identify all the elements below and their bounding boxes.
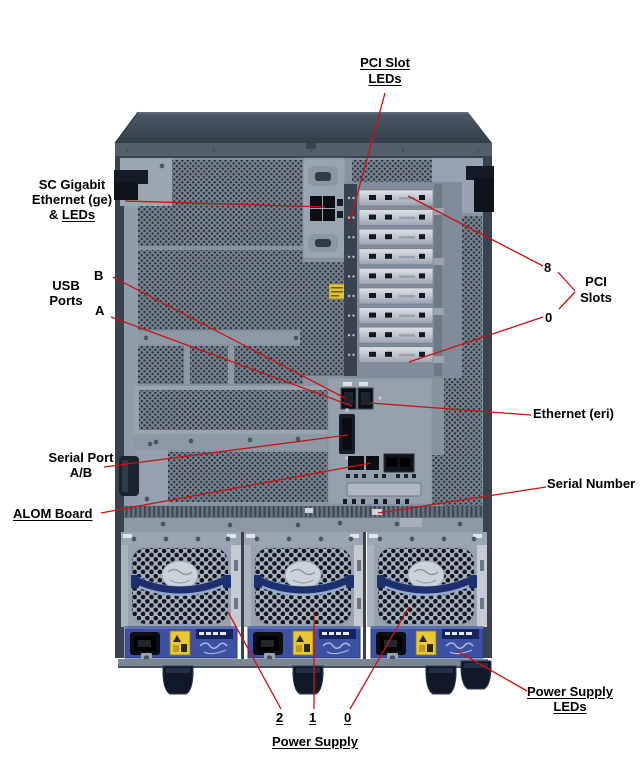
chassis-foot: [425, 665, 457, 695]
rear-panel: [114, 157, 494, 658]
label-pci-slots-line1: PCI: [585, 274, 607, 289]
label-serial-number: Serial Number: [547, 476, 636, 491]
pci-slot-cover: [347, 248, 434, 266]
yellow-sticker: [328, 283, 346, 300]
callout-line-serial-number: [377, 486, 547, 514]
chassis-foot: [162, 665, 194, 695]
label-psu-1: 1: [309, 710, 317, 725]
mid-rail: [134, 434, 334, 450]
label-power-supply: Power Supply: [272, 734, 358, 749]
label-serial-port-line2: A/B: [69, 465, 93, 480]
callout-line-sc-gigabit: [124, 200, 326, 208]
chassis-top-cap: [114, 111, 492, 144]
label-pci-slots: PCI Slots: [566, 274, 626, 306]
label-pci-slot-leds-line1: PCI Slot: [360, 55, 410, 70]
callout-line-ethernet-eri: [369, 402, 532, 416]
label-psu-0: 0: [344, 710, 352, 725]
label-ethernet-eri: Ethernet (eri): [533, 406, 614, 421]
label-alom-board: ALOM Board: [13, 506, 93, 521]
pci-slot-cover: [347, 326, 434, 344]
label-sc-gigabit-leds: LEDs: [61, 207, 96, 222]
pci-slot-cover: [347, 189, 434, 207]
power-supply-unit-2: [121, 532, 241, 661]
callout-line-pci-slot-leds: [349, 92, 386, 222]
label-pci-slot-0: 0: [545, 310, 553, 325]
callout-line-slot-0: [408, 316, 544, 363]
chassis-foot: [292, 665, 324, 695]
serial-number-sticker: [372, 509, 382, 515]
pci-slot-cover: [347, 228, 434, 246]
label-usb-port-a: A: [95, 303, 105, 318]
label-sc-gigabit-line2: Ethernet (ge): [31, 192, 113, 207]
callout-bracket-lower: [558, 291, 576, 310]
top-left-latch: [114, 158, 172, 206]
vent-mesh-right: [300, 160, 482, 506]
label-ps-leds-line1: Power Supply: [527, 684, 613, 699]
pci-slot-cover: [347, 307, 434, 325]
label-pci-slot-leds-line2: LEDs: [368, 71, 402, 86]
vent-mesh-lower-left: [168, 452, 328, 502]
label-ps-leds-line2: LEDs: [553, 699, 587, 714]
label-usb-line2: Ports: [49, 293, 83, 308]
label-usb-ports: USB Ports: [31, 278, 101, 308]
callout-line-usb-a: [110, 316, 353, 407]
pci-slot-cover: [347, 287, 434, 305]
callout-line-ps0: [349, 606, 410, 710]
callout-line-slot-8: [407, 195, 544, 267]
callout-line-alom-board: [100, 462, 372, 514]
pci-slot-leds-strip: [344, 184, 357, 376]
callout-bracket-upper: [557, 271, 576, 292]
label-pci-slots-line2: Slots: [580, 290, 612, 305]
power-supply-unit-0: [367, 532, 487, 661]
gigabit-ethernet-ports: [302, 157, 346, 259]
label-sc-gigabit-amp: &: [48, 207, 62, 222]
vent-mesh-framed: [134, 386, 334, 434]
callout-line-ps2: [227, 611, 282, 710]
pci-slot-cover: [347, 267, 434, 285]
callout-line-power-supply-leds: [456, 650, 528, 692]
label-serial-port-line1: Serial Port: [48, 450, 114, 465]
serial-port-connector: [339, 408, 355, 460]
ethernet-eri-port: [357, 387, 374, 410]
label-sc-gigabit-line1: SC Gigabit: [38, 177, 106, 192]
power-supply-unit-1: [244, 532, 364, 661]
callout-line-usb-b: [112, 276, 346, 399]
label-pci-slot-8: 8: [544, 260, 552, 275]
label-power-supply-leds: Power Supply LEDs: [520, 684, 620, 714]
label-sc-gigabit-ethernet: SC Gigabit Ethernet (ge) & LEDs: [17, 177, 127, 222]
label-pci-slot-leds: PCI Slot LEDs: [335, 55, 435, 87]
power-supply-bay: [118, 532, 492, 695]
usb-port-b: [340, 387, 357, 410]
label-psu-2: 2: [276, 710, 284, 725]
top-screw-rail: [115, 143, 492, 158]
pci-slot-cover: [347, 209, 434, 227]
pci-slot-area: [344, 182, 462, 378]
label-usb-port-b: B: [94, 268, 104, 283]
pci-slot-cover: [347, 346, 434, 364]
io-plate: [327, 377, 433, 505]
label-serial-port: Serial Port A/B: [31, 450, 131, 480]
callout-line-serial-port: [103, 434, 349, 468]
label-sc-gigabit-line3: & LEDs: [17, 207, 127, 222]
chassis-foot: [460, 660, 492, 690]
label-usb-line1: USB: [52, 278, 80, 293]
lower-band: [124, 506, 483, 532]
callout-lines: [100, 92, 576, 710]
